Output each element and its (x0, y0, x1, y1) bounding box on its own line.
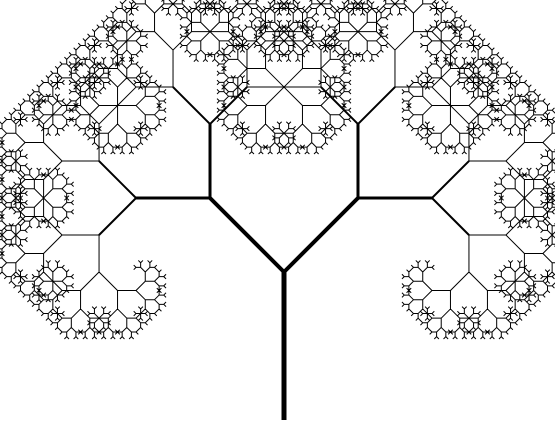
background (0, 0, 555, 433)
fractal-tree-figure (0, 0, 555, 433)
